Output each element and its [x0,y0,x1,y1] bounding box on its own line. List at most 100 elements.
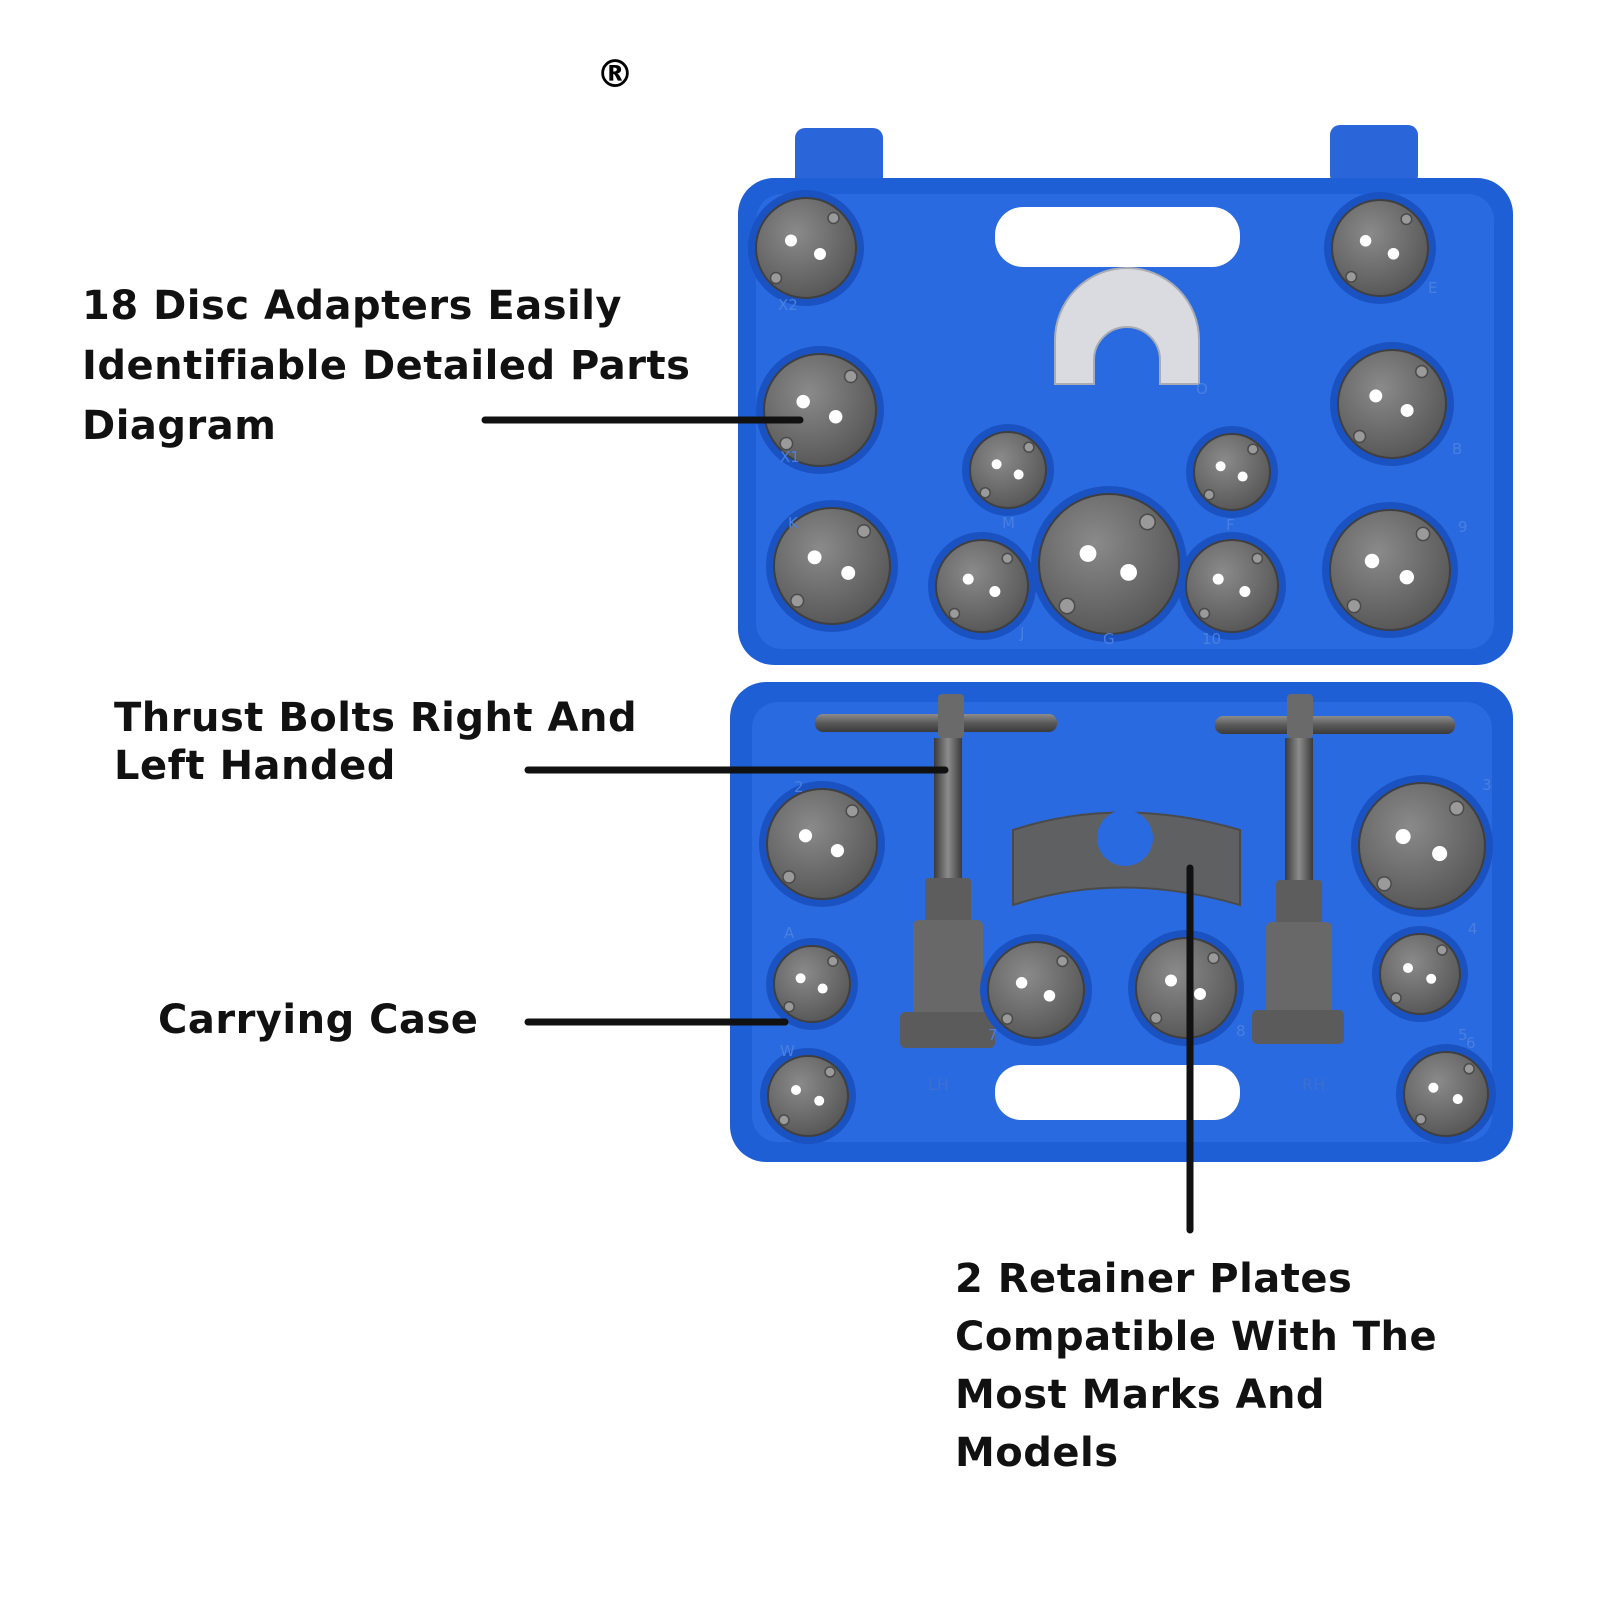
adapter-pin [1352,429,1367,444]
tool-label-lh: LH [928,1075,949,1094]
adapter-hole [1403,963,1413,973]
adapter-pin [782,870,796,884]
adapter-pin [1436,944,1448,956]
disc-adapter[interactable] [1135,937,1237,1039]
adapter-pin [1415,364,1429,379]
adapter-hole [830,844,845,858]
adapter-pin [1251,552,1264,565]
adapter-hole [1428,1082,1439,1093]
adapter-label: B [1452,440,1462,458]
adapter-pin [1376,876,1392,892]
callout-bolts-line-2: Left Handed [114,743,396,789]
disc-adapter[interactable] [1329,509,1451,631]
callout-plates-line-3: Most Marks And [955,1372,1326,1418]
tool-label-rh: RH [1302,1075,1325,1094]
callout-case-line-1: Carrying Case [158,997,479,1043]
adapter-hole [1079,545,1097,562]
disc-adapter[interactable] [766,788,878,900]
adapter-hole [1043,990,1056,1002]
adapter-label: F [1226,516,1235,534]
thrust-bolt-right-handed [1215,694,1455,1044]
adapter-label: 7 [988,1026,998,1044]
adapter-pin [1139,513,1156,531]
adapter-hole [1239,586,1251,598]
disc-adapter[interactable] [1038,493,1180,635]
adapter-label: W [780,1042,795,1060]
adapter-hole [1212,573,1224,585]
adapter-pin [1463,1063,1475,1075]
retainer-plate-silver [1054,267,1200,385]
rh-foot [1252,1010,1344,1044]
lh-t-bar [815,714,1057,732]
adapter-hole [1237,471,1248,482]
adapter-pin [778,1114,790,1126]
adapter-hole [1387,248,1400,260]
adapter-pin [1400,213,1413,226]
lid-hinge-left [795,128,883,188]
adapter-hole [785,234,797,247]
adapter-hole [1395,828,1411,845]
adapter-pin [1058,597,1076,615]
adapter-pin [1149,1011,1163,1025]
adapter-pin [769,271,783,285]
disc-adapter[interactable] [1403,1051,1489,1137]
adapter-hole [814,248,826,260]
lh-body [913,920,983,1018]
disc-adapter[interactable] [1358,782,1486,910]
adapter-pin [1247,443,1259,455]
callout-disc-line-1: 18 Disc Adapters Easily [82,283,622,329]
disc-adapter[interactable] [755,197,857,299]
adapter-hole [798,829,813,843]
disc-adapter[interactable] [1331,199,1429,297]
adapter-pin [979,487,991,499]
adapter-pin [1448,800,1465,816]
rh-t-bar [1215,716,1455,734]
adapter-hole [1015,977,1028,989]
base-handle-slot[interactable] [995,1065,1240,1120]
lh-foot [900,1012,995,1048]
adapter-label: 3 [1482,776,1492,794]
lid-handle-slot[interactable] [995,207,1240,267]
adapter-hole [1165,974,1177,987]
adapter-hole [1452,1094,1463,1105]
callout-disc-line-2: Identifiable Detailed Parts [82,343,691,389]
adapter-pin [1346,598,1362,614]
adapter-pin [1207,951,1220,965]
disc-adapter[interactable] [935,539,1029,633]
rh-body [1266,922,1332,1014]
disc-adapter[interactable] [987,941,1085,1039]
callout-leader-lines [481,416,1194,1234]
callout-plates-line-2: Compatible With The [955,1314,1438,1360]
disc-adapter[interactable] [1337,349,1447,459]
rh-screw [1285,738,1313,898]
adapter-hole [1215,461,1226,472]
adapter-hole [817,983,828,994]
callout-plates-line-1: 2 Retainer Plates [955,1256,1353,1302]
disc-adapter[interactable] [1185,539,1279,633]
adapter-pin [1001,552,1014,565]
adapter-label: M [1002,514,1015,532]
adapter-hole [828,410,843,424]
adapter-pin [1023,441,1035,453]
adapter-hole [1120,564,1137,581]
adapter-hole [1194,988,1206,1000]
adapter-hole [791,1085,801,1095]
adapter-label: O [1196,380,1208,398]
lh-screw [934,738,962,898]
callout-retainer-plates: 2 Retainer Plates Compatible With The Mo… [955,1250,1437,1482]
callout-bolts-line-1: Thrust Bolts Right And [114,695,638,741]
registered-trademark: ® [596,52,634,96]
adapter-label: X1 [780,448,800,466]
lid-inner-tray [756,194,1494,649]
callout-disc-adapters: 18 Disc Adapters Easily Identifiable Det… [82,276,690,456]
lh-t-top [938,694,964,738]
callout-disc-line-3: Diagram [82,403,277,449]
adapter-pin [1415,526,1431,542]
adapter-hole [989,586,1001,598]
adapter-label: X2 [778,296,798,314]
adapter-pin [1198,607,1211,620]
adapter-pin [948,607,961,620]
adapter-pin [827,211,840,225]
